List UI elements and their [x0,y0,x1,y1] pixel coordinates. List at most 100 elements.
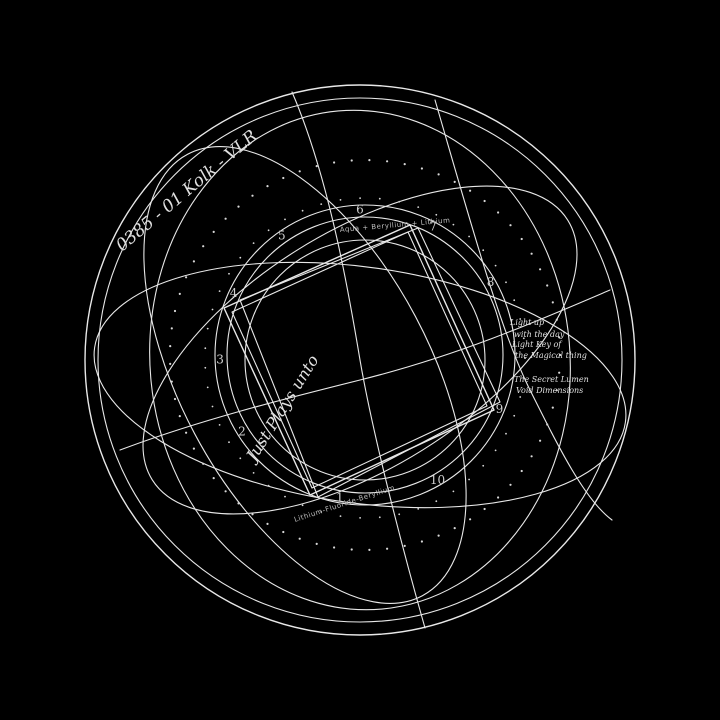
ring-number-2: 2 [238,424,246,438]
ring-dot [350,159,353,162]
ring-dot [282,176,285,180]
ring-dot [539,268,542,271]
meridian-line-b [434,99,613,521]
ring-dot [519,396,522,398]
square-inner [231,231,488,489]
ring-dot [301,209,304,212]
ring-dot [530,455,533,458]
ring-dot [398,200,401,203]
ring-dot [482,464,485,467]
ring-dot [509,483,512,486]
ring-number-9: 9 [496,402,504,416]
ring-dot [513,299,516,302]
ring-dot [469,518,472,521]
ring-dot [558,336,561,339]
ring-dot [252,242,255,245]
ring-dot [301,504,304,507]
ring-dot [398,513,401,516]
ring-dot [452,223,455,226]
ring-dot [204,366,207,369]
ring-dot [378,197,381,200]
ring-dot [315,165,318,168]
ring-dot [251,513,254,516]
ring-dot [539,439,542,442]
side-note-6: Void Dimensions [516,386,583,395]
ring-dot [211,308,214,311]
ring-number-6: 6 [356,203,364,217]
ring-dot [513,414,516,417]
ring-dot [282,530,285,534]
ring-dot [170,380,173,383]
ring-dot [350,548,353,551]
orbit-ellipse-horizontal [93,261,627,509]
ring-dot [551,406,554,409]
ring-dot [170,327,173,330]
ring-dot [386,547,389,550]
ring-dot [530,252,533,255]
ring-number-3: 3 [216,353,224,367]
ring-dot [252,472,255,474]
ring-dot [333,161,336,164]
ring-dot [169,345,172,348]
ring-dot [368,548,371,552]
ring-dot [202,462,205,465]
side-note-2: with the day [514,330,565,339]
ring-dot [524,357,526,359]
ring-dot [359,197,361,200]
ring-dot [237,502,240,505]
ring-dot [320,511,323,513]
middle-ring [214,204,516,506]
meridian-line-a [291,91,426,629]
ring-dot [417,206,420,209]
ring-dot [558,371,561,374]
ring-dot [505,281,507,284]
ring-dot [435,500,438,503]
side-note-4: the Magical thing [515,351,587,360]
ring-dot [211,405,214,408]
ring-dot [266,185,269,188]
outer-ring [84,84,636,636]
ring-dot [555,389,558,392]
ring-dot [339,515,342,517]
ring-dot [420,540,423,543]
ring-dot [251,194,254,197]
ring-dot [497,211,500,214]
ring-dot [494,264,497,267]
ring-dot [505,432,507,435]
dotted-ring-inner [204,197,526,519]
ring-dot [420,167,423,170]
ring-dot [555,318,558,321]
ring-dot [320,203,323,206]
ring-dot [206,327,209,330]
ring-dot [386,160,389,163]
ring-dot [284,495,286,498]
ring-dot [497,496,500,499]
ring-dot [403,544,406,548]
ring-number-10: 10 [430,473,445,487]
outer-ring-inner [97,97,623,623]
ring-dot [483,507,486,511]
ring-dot [453,180,456,183]
ring-dot [435,213,438,216]
ring-dot [239,256,242,259]
ring-dot [453,527,456,530]
ring-dot [509,224,512,227]
dotted-ring-outer [169,159,562,552]
ring-dot [483,199,486,203]
ring-dot [339,199,342,201]
ring-dot [192,447,195,450]
ring-dot [224,217,227,220]
ring-dot [173,397,177,401]
ring-dot [494,449,497,452]
ring-dot [228,272,230,275]
side-note-5: The Secret Lumen [514,375,589,384]
ring-dot [202,245,205,248]
ring-dot [228,441,230,444]
ring-dot [558,353,562,357]
square-skew [239,227,501,498]
ring-dot [468,235,470,238]
orbit-ellipse-diagonal [142,185,578,515]
inner-ring [244,239,486,481]
